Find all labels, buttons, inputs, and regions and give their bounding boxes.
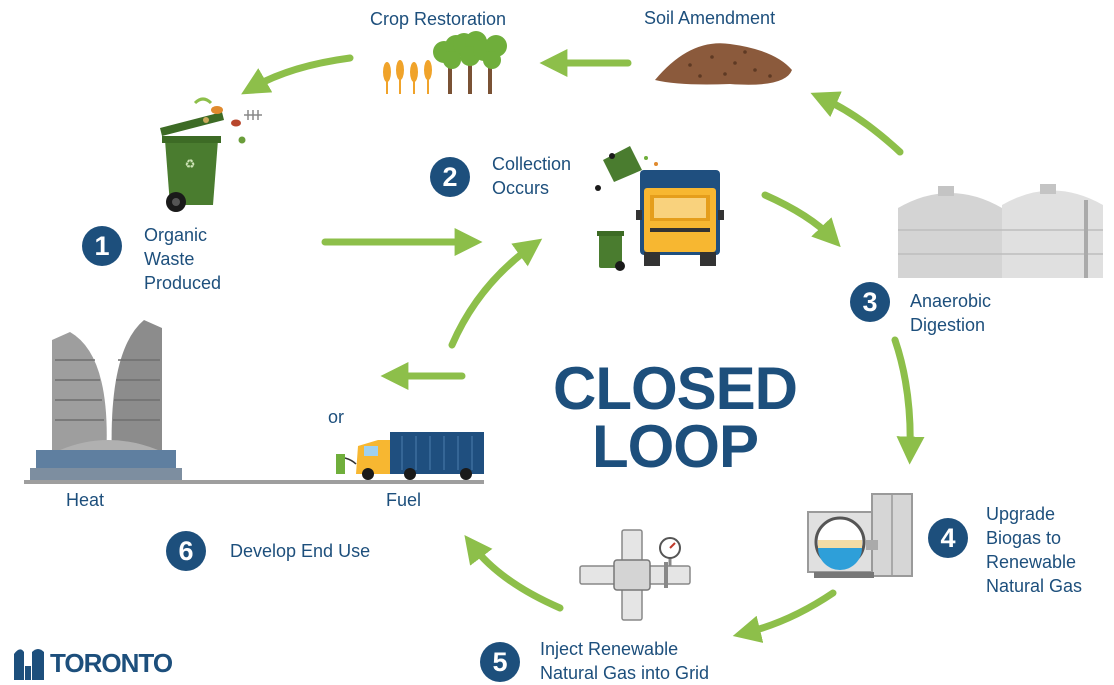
step-2-badge: 2 [430,157,470,197]
arrow-3-to-soil [810,91,904,156]
heat-label: Heat [66,490,105,510]
arrow-crops-to-1 [241,54,354,95]
step-6-label: Develop End Use [230,541,371,561]
title-line-2: LOOP [591,413,759,480]
step-1-badge: 1 [82,226,122,266]
soil-amendment-label: Soil Amendment [644,8,776,28]
step-3-label: Anaerobic Digestion [910,291,992,335]
step-6-badge: 6 [166,531,206,571]
fuel-truck-icon [336,432,484,480]
crop-restoration-label: Crop Restoration [370,9,507,29]
step-3-badge: 3 [850,282,890,322]
fuel-label: Fuel [386,490,422,510]
svg-text:♻: ♻ [185,157,196,171]
step-4-badge: 4 [928,518,968,558]
step-4-label: Upgrade Biogas to Renewable Natural Gas [986,504,1083,596]
title-line-1: CLOSED [552,355,798,422]
step-5-label: Inject Renewable Natural Gas into Grid [540,639,710,683]
cycle-arrows [241,49,925,643]
arrow-6-to-2 [448,238,543,349]
step-1-label: Organic Waste Produced [144,225,222,293]
green-bin-icon: ♻ [160,97,262,212]
or-label: or [328,407,345,427]
collection-truck-icon [595,146,724,271]
step-5-badge: 5 [480,642,520,682]
step-2-label: Collection Occurs [492,154,572,198]
arrow-2-to-3 [761,191,841,248]
toronto-logo-text: TORONTO [50,648,173,678]
arrow-4-to-5 [732,589,837,643]
digester-tanks-icon [898,184,1103,278]
soil-pile-icon [655,43,792,85]
arrow-5-to-6 [464,534,564,612]
diagram-title: CLOSED LOOP [540,355,810,480]
upgrading-plant-icon [807,493,913,578]
toronto-logo-mark [14,649,44,680]
crops-trees-icon [383,31,507,94]
gas-pipe-valve-icon [579,529,691,621]
city-hall-icon [24,320,484,484]
arrow-3-to-4 [891,336,925,465]
